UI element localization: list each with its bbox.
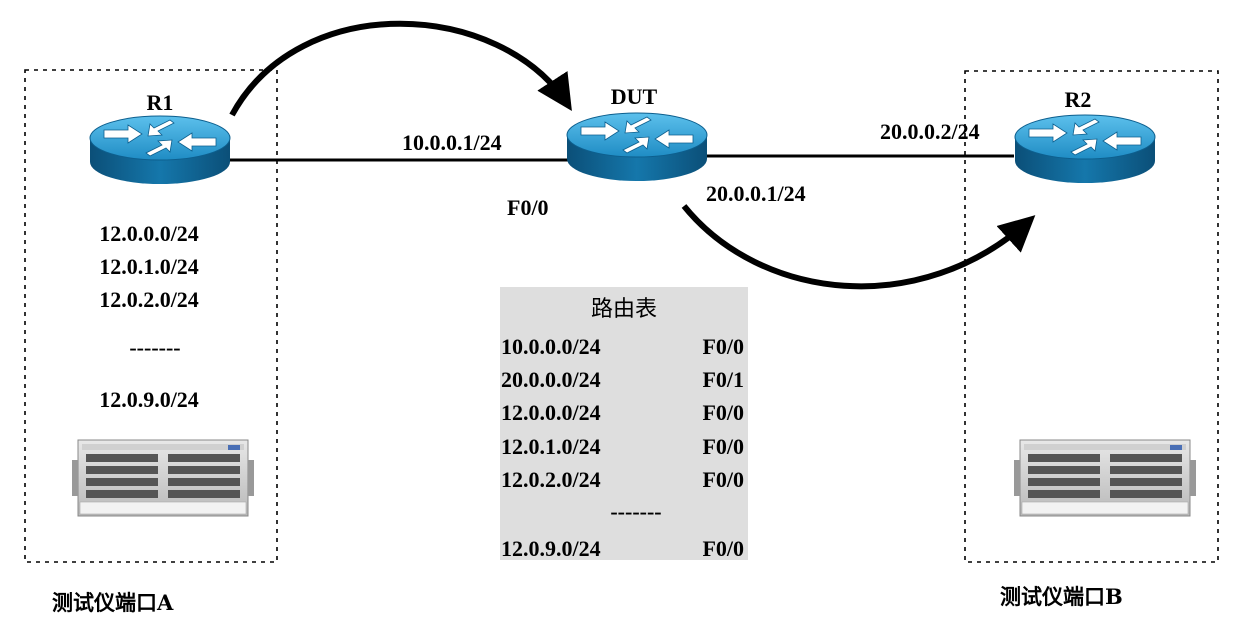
traffic-arrow-r1-to-dut [229,20,572,117]
r1-network-ellipsis: ------- [129,335,180,360]
traffic-arrow-dut-to-r2 [681,204,1036,290]
router-dut-label: DUT [611,84,658,109]
r1-network-item: 12.0.2.0/24 [99,287,199,312]
router-r1-icon [89,115,231,185]
link-dut-r2-ip: 20.0.0.1/24 [706,181,806,206]
r1-network-item: 12.0.9.0/24 [99,387,199,412]
routing-table-network: 12.0.2.0/24 [501,467,601,492]
routing-table-port: F0/1 [702,367,744,392]
link-r1-dut-ip: 10.0.0.1/24 [402,130,502,155]
tester-port-a-label: 测试仪端口A [52,590,174,615]
routing-table: 路由表 10.0.0.0/24 F0/0 20.0.0.0/24 F0/1 12… [500,287,748,561]
dut-port-label: F0/0 [507,195,549,220]
routing-table-port: F0/0 [702,334,744,359]
r2-ip-label: 20.0.0.2/24 [880,119,980,144]
routing-table-background [500,287,748,560]
routing-table-network: 20.0.0.0/24 [501,367,601,392]
routing-table-port: F0/0 [702,467,744,492]
tester-a-chassis-icon [71,439,255,517]
routing-table-port: F0/0 [702,536,744,561]
r1-network-item: 12.0.0.0/24 [99,221,199,246]
r1-network-list: 12.0.0.0/24 12.0.1.0/24 12.0.2.0/24 ----… [99,221,199,412]
tester-b-chassis-icon [1013,439,1197,517]
router-dut-icon [566,112,708,182]
router-r2-label: R2 [1065,87,1092,112]
routing-table-port: F0/0 [702,400,744,425]
tester-port-b-boundary [964,70,1219,563]
tester-port-b-label: 测试仪端口B [1000,584,1123,609]
routing-table-ellipsis: ------- [610,499,661,524]
routing-table-network: 10.0.0.0/24 [501,334,601,359]
router-r2-icon [1014,114,1156,184]
routing-table-network: 12.0.0.0/24 [501,400,601,425]
router-r1-label: R1 [147,90,174,115]
tester-port-a-boundary [24,69,278,563]
r1-network-item: 12.0.1.0/24 [99,254,199,279]
routing-table-network: 12.0.9.0/24 [501,536,601,561]
routing-table-port: F0/0 [702,434,744,459]
routing-table-title: 路由表 [591,297,657,322]
routing-table-network: 12.0.1.0/24 [501,434,601,459]
